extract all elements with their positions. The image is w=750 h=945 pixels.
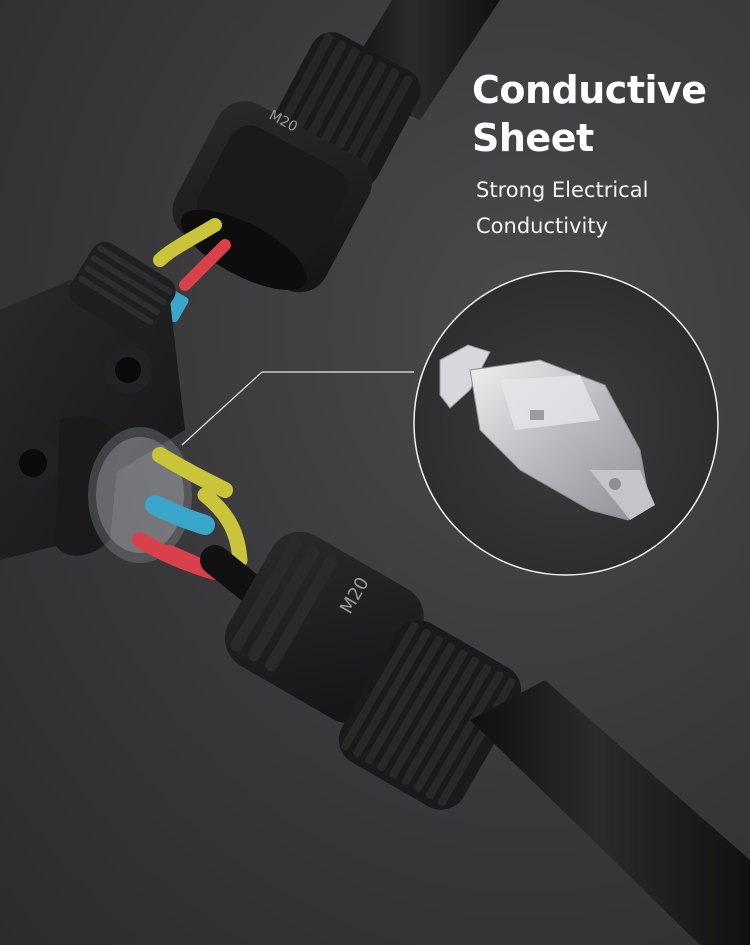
bottom-gland-nut	[338, 620, 522, 810]
subheadline-line-1: Strong Electrical	[476, 178, 649, 202]
callout-line	[181, 371, 263, 446]
headline: Conductive Sheet	[472, 66, 707, 162]
transparent-housing	[88, 427, 233, 580]
t-connector-body	[0, 241, 185, 560]
headline-line-2: Sheet	[472, 116, 594, 160]
conductive-terminal-image	[439, 344, 655, 521]
subheadline-line-2: Conductivity	[476, 214, 608, 238]
bottom-cable	[470, 680, 750, 945]
subheadline: Strong Electrical Conductivity	[476, 172, 648, 244]
headline-line-1: Conductive	[472, 68, 707, 112]
